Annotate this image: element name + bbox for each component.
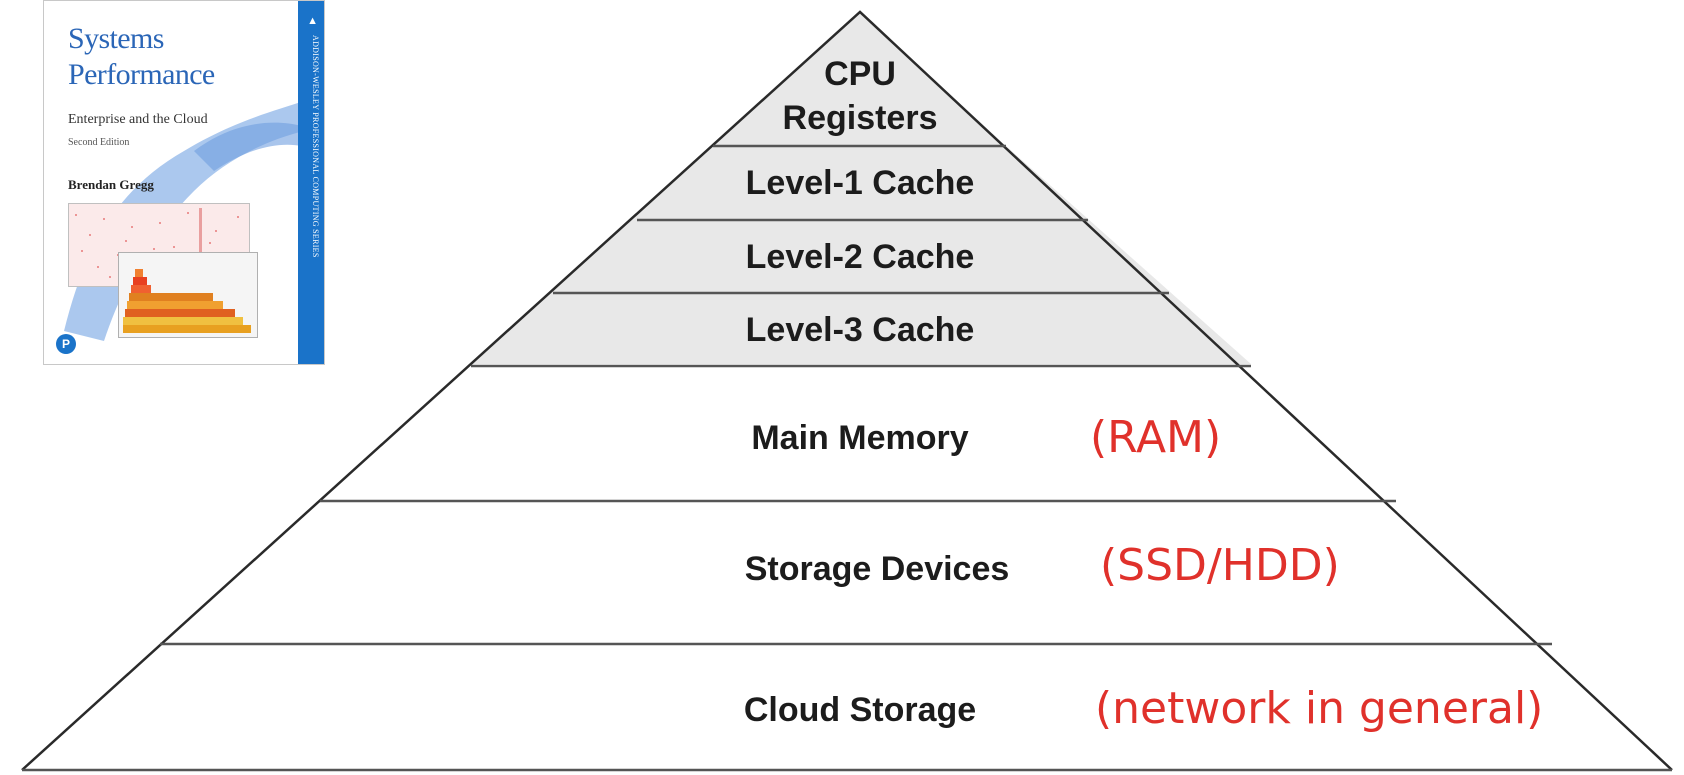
- book-spine: ▲ ADDISON-WESLEY PROFESSIONAL COMPUTING …: [298, 1, 324, 364]
- spine-logo-icon: ▲: [307, 15, 318, 27]
- pyramid-lower-region: [22, 364, 1672, 770]
- layer-label-level-3-cache: Level-3 Cache: [745, 311, 975, 349]
- note-network: (network in general): [1095, 683, 1544, 734]
- cpu-registers-line1: CPU: [824, 55, 896, 93]
- book-title-line2: Performance: [68, 58, 215, 91]
- pyramid-outline: [21, 10, 1673, 771]
- book-edition: Second Edition: [68, 137, 130, 148]
- note-ssd-hdd: (SSD/HDD): [1100, 540, 1340, 591]
- spine-text: ADDISON-WESLEY PROFESSIONAL COMPUTING SE…: [311, 35, 320, 258]
- layer-label-main-memory: Main Memory: [751, 419, 969, 457]
- layer-label-cpu-registers: CPU Registers: [760, 52, 960, 140]
- book-title-line1: Systems: [68, 22, 164, 55]
- layer-dividers: [22, 144, 1672, 772]
- layer-label-level-2-cache: Level-2 Cache: [745, 238, 975, 276]
- layer-label-cloud-storage: Cloud Storage: [743, 691, 977, 729]
- pyramid-apex-region: [713, 12, 1006, 146]
- pyramid-cache-region: [471, 146, 1251, 364]
- flame-graph-figure: [118, 252, 258, 338]
- book-subtitle: Enterprise and the Cloud: [68, 112, 208, 127]
- publisher-logo-icon: P: [56, 334, 76, 354]
- layer-label-level-1-cache: Level-1 Cache: [745, 164, 975, 202]
- cpu-registers-line2: Registers: [782, 99, 938, 137]
- book-title: Systems Performance: [68, 21, 215, 93]
- layer-label-storage-devices: Storage Devices: [744, 550, 1010, 588]
- book-author: Brendan Gregg: [68, 177, 154, 192]
- note-ram: (RAM): [1090, 412, 1222, 463]
- book-cover: Systems Performance Enterprise and the C…: [43, 0, 325, 365]
